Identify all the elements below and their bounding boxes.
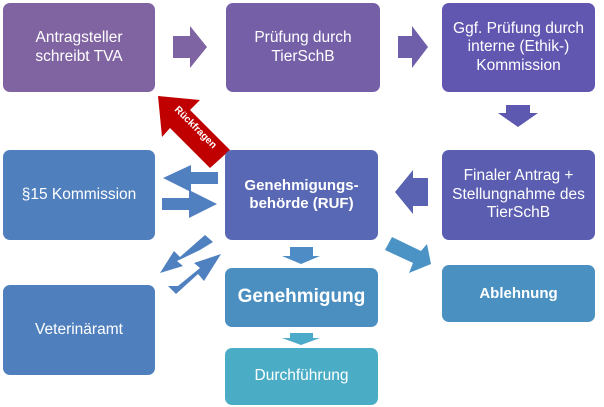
arrow-behoerde-to-veterinaeramt <box>160 235 213 273</box>
node-pruefung-tierschb: Prüfung durch TierSchB <box>226 3 380 92</box>
arrow-behoerde-to-kommission15 <box>163 165 218 192</box>
node-veterinaeramt: Veterinäramt <box>3 285 155 375</box>
arrow-behoerde-to-genehmigung <box>282 247 320 264</box>
node-kommission-15: §15 Kommission <box>3 150 155 240</box>
node-ablehnung: Ablehnung <box>442 265 595 322</box>
node-ethik-kommission: Ggf. Prüfung durch interne (Ethik-) Komm… <box>442 3 595 92</box>
arrow-rueckfragen: Rückfragen <box>158 96 230 168</box>
arrow-genehmigung-to-durchfuehrung <box>282 333 320 345</box>
node-finaler-antrag: Finaler Antrag + Stellungnahme des TierS… <box>442 150 595 240</box>
node-genehmigung: Genehmigung <box>225 268 378 327</box>
arrow-antragsteller-to-pruefung <box>173 26 207 68</box>
arrow-pruefung-to-ethik <box>398 26 428 68</box>
node-genehmigungsbehoerde: Genehmigungs- behörde (RUF) <box>225 150 378 240</box>
arrow-veterinaeramt-to-behoerde <box>168 254 221 294</box>
arrow-kommission15-to-behoerde <box>162 190 217 218</box>
arrow-behoerde-to-ablehnung <box>385 237 431 273</box>
node-antragsteller: Antragsteller schreibt TVA <box>3 3 155 92</box>
arrow-ethik-to-finaler-antrag <box>498 105 538 127</box>
node-durchfuehrung: Durchführung <box>225 348 378 405</box>
arrow-finaler-antrag-to-behoerde <box>395 170 428 214</box>
